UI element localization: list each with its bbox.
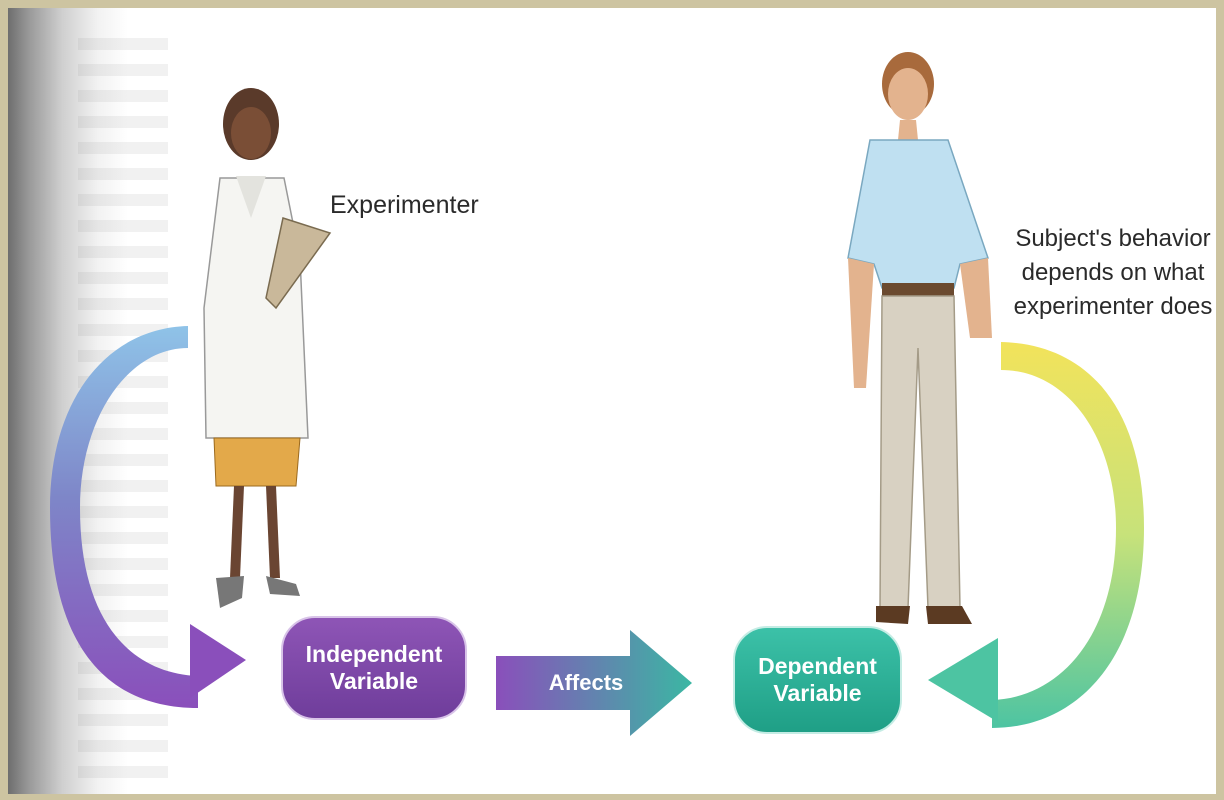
left-feedback-arrow: [50, 326, 246, 708]
experimenter-figure: [203, 88, 332, 608]
diagram-art: [50, 52, 1144, 736]
affects-label: Affects: [548, 670, 624, 695]
subject-label-line-1: Subject's behavior: [1015, 225, 1211, 252]
subject-label-line-3: experimenter does: [1013, 293, 1213, 320]
independent-label-line-1: Independent: [305, 640, 443, 667]
dependent-variable-node: Dependent Variable: [733, 626, 902, 734]
experimenter-label: Experimenter: [330, 191, 479, 219]
dependent-label-line-2: Variable: [773, 680, 862, 706]
independent-label-line-2: Variable: [329, 668, 419, 694]
diagram-frame: Experimenter Subject's behavior depends …: [8, 8, 1216, 794]
affects-arrow: [496, 630, 692, 736]
subject-behavior-label: Subject's behavior depends on what exper…: [998, 222, 1216, 324]
dependent-label-line-1: Dependent: [758, 652, 877, 679]
subject-label-line-2: depends on what: [1021, 259, 1205, 286]
right-feedback-arrow: [928, 342, 1144, 728]
subject-figure: [847, 52, 992, 624]
independent-variable-node: Independent Variable: [281, 616, 467, 720]
